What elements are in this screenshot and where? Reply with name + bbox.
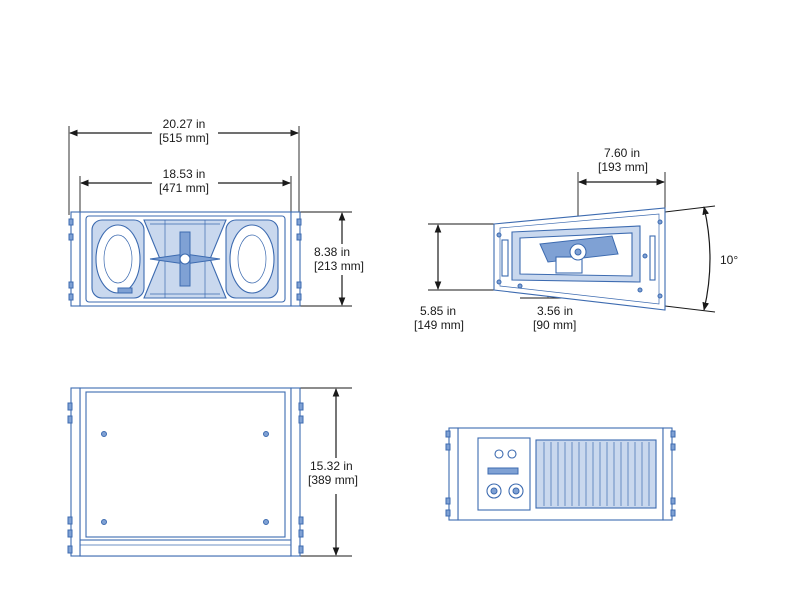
side-rear-height-in: 3.56 in — [537, 304, 573, 318]
side-angle-value: 10° — [720, 253, 738, 267]
side-rigging-depth-mm: [193 mm] — [598, 160, 648, 174]
front-cabinet-width-in: 18.53 in — [163, 167, 206, 181]
side-view: 7.60 in [193 mm] 10° 5.85 in [149 mm] 3.… — [414, 146, 738, 332]
front-height-dimension: 8.38 in [213 mm] — [314, 212, 364, 306]
side-rigging-depth-dimension: 7.60 in [193 mm] — [578, 146, 665, 186]
side-front-height-in: 5.85 in — [420, 304, 456, 318]
rear-view — [445, 427, 676, 521]
front-overall-width-mm: [515 mm] — [159, 131, 209, 145]
side-front-height-dimension: 5.85 in [149 mm] — [414, 224, 464, 332]
side-angle-dimension: 10° — [702, 206, 738, 311]
top-depth-mm: [389 mm] — [308, 473, 358, 487]
front-speaker-outline — [68, 211, 302, 307]
front-cabinet-width-dimension: 18.53 in [471 mm] — [80, 167, 291, 195]
rear-heatsink — [535, 439, 657, 509]
side-rigging-depth-in: 7.60 in — [604, 146, 640, 160]
top-depth-dimension: 15.32 in [389 mm] — [308, 388, 358, 556]
front-overall-width-dimension: 20.27 in [515 mm] — [69, 117, 299, 145]
front-height-mm: [213 mm] — [314, 259, 364, 273]
front-height-in: 8.38 in — [314, 245, 350, 259]
front-overall-width-in: 20.27 in — [163, 117, 206, 131]
top-view: 15.32 in [389 mm] — [67, 387, 358, 557]
front-view: 20.27 in [515 mm] 18.53 in [471 mm] 8.38… — [68, 117, 364, 307]
front-cabinet-width-mm: [471 mm] — [159, 181, 209, 195]
top-depth-in: 15.32 in — [310, 459, 353, 473]
side-rear-height-mm: [90 mm] — [533, 318, 576, 332]
side-front-height-mm: [149 mm] — [414, 318, 464, 332]
top-speaker-outline — [67, 387, 304, 557]
side-speaker-outline — [493, 207, 666, 311]
